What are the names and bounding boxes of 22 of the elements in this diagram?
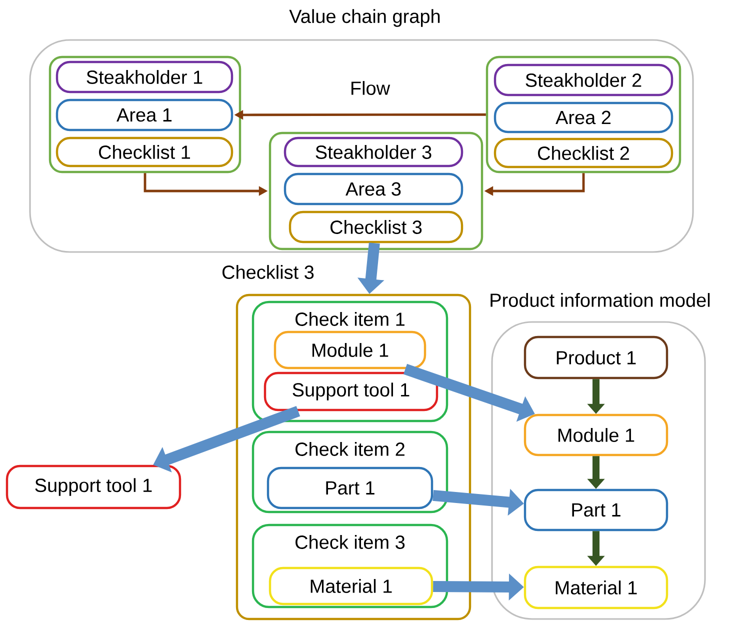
material-box: Material 1 — [268, 566, 434, 606]
stakeholder-box: Steakholder 3 — [284, 136, 464, 168]
module-box: Module 1 — [274, 330, 426, 370]
module-box: Module 1 — [524, 414, 668, 456]
edge-label: Flow — [348, 80, 392, 96]
area-box: Area 3 — [284, 172, 464, 206]
support-tool-box: Support tool 1 — [264, 372, 438, 412]
node-label: Value chain graph — [289, 9, 440, 27]
part-box: Part 1 — [524, 488, 668, 532]
node-label: Product information model — [490, 293, 710, 307]
edge-label: Checklist 3 — [220, 264, 316, 280]
area-box: Area 2 — [494, 102, 674, 134]
stakeholder-box: Steakholder 1 — [56, 60, 234, 94]
checklist-box: Checklist 1 — [56, 136, 234, 168]
part-box: Part 1 — [266, 466, 434, 510]
material-box: Material 1 — [524, 566, 668, 610]
checklist-box: Checklist 2 — [494, 138, 674, 168]
product-box: Product 1 — [524, 336, 668, 380]
support-tool-box: Support tool 1 — [6, 464, 182, 510]
area-box: Area 1 — [56, 98, 234, 132]
checklist-box: Checklist 3 — [288, 210, 464, 244]
stakeholder-box: Steakholder 2 — [494, 64, 674, 96]
